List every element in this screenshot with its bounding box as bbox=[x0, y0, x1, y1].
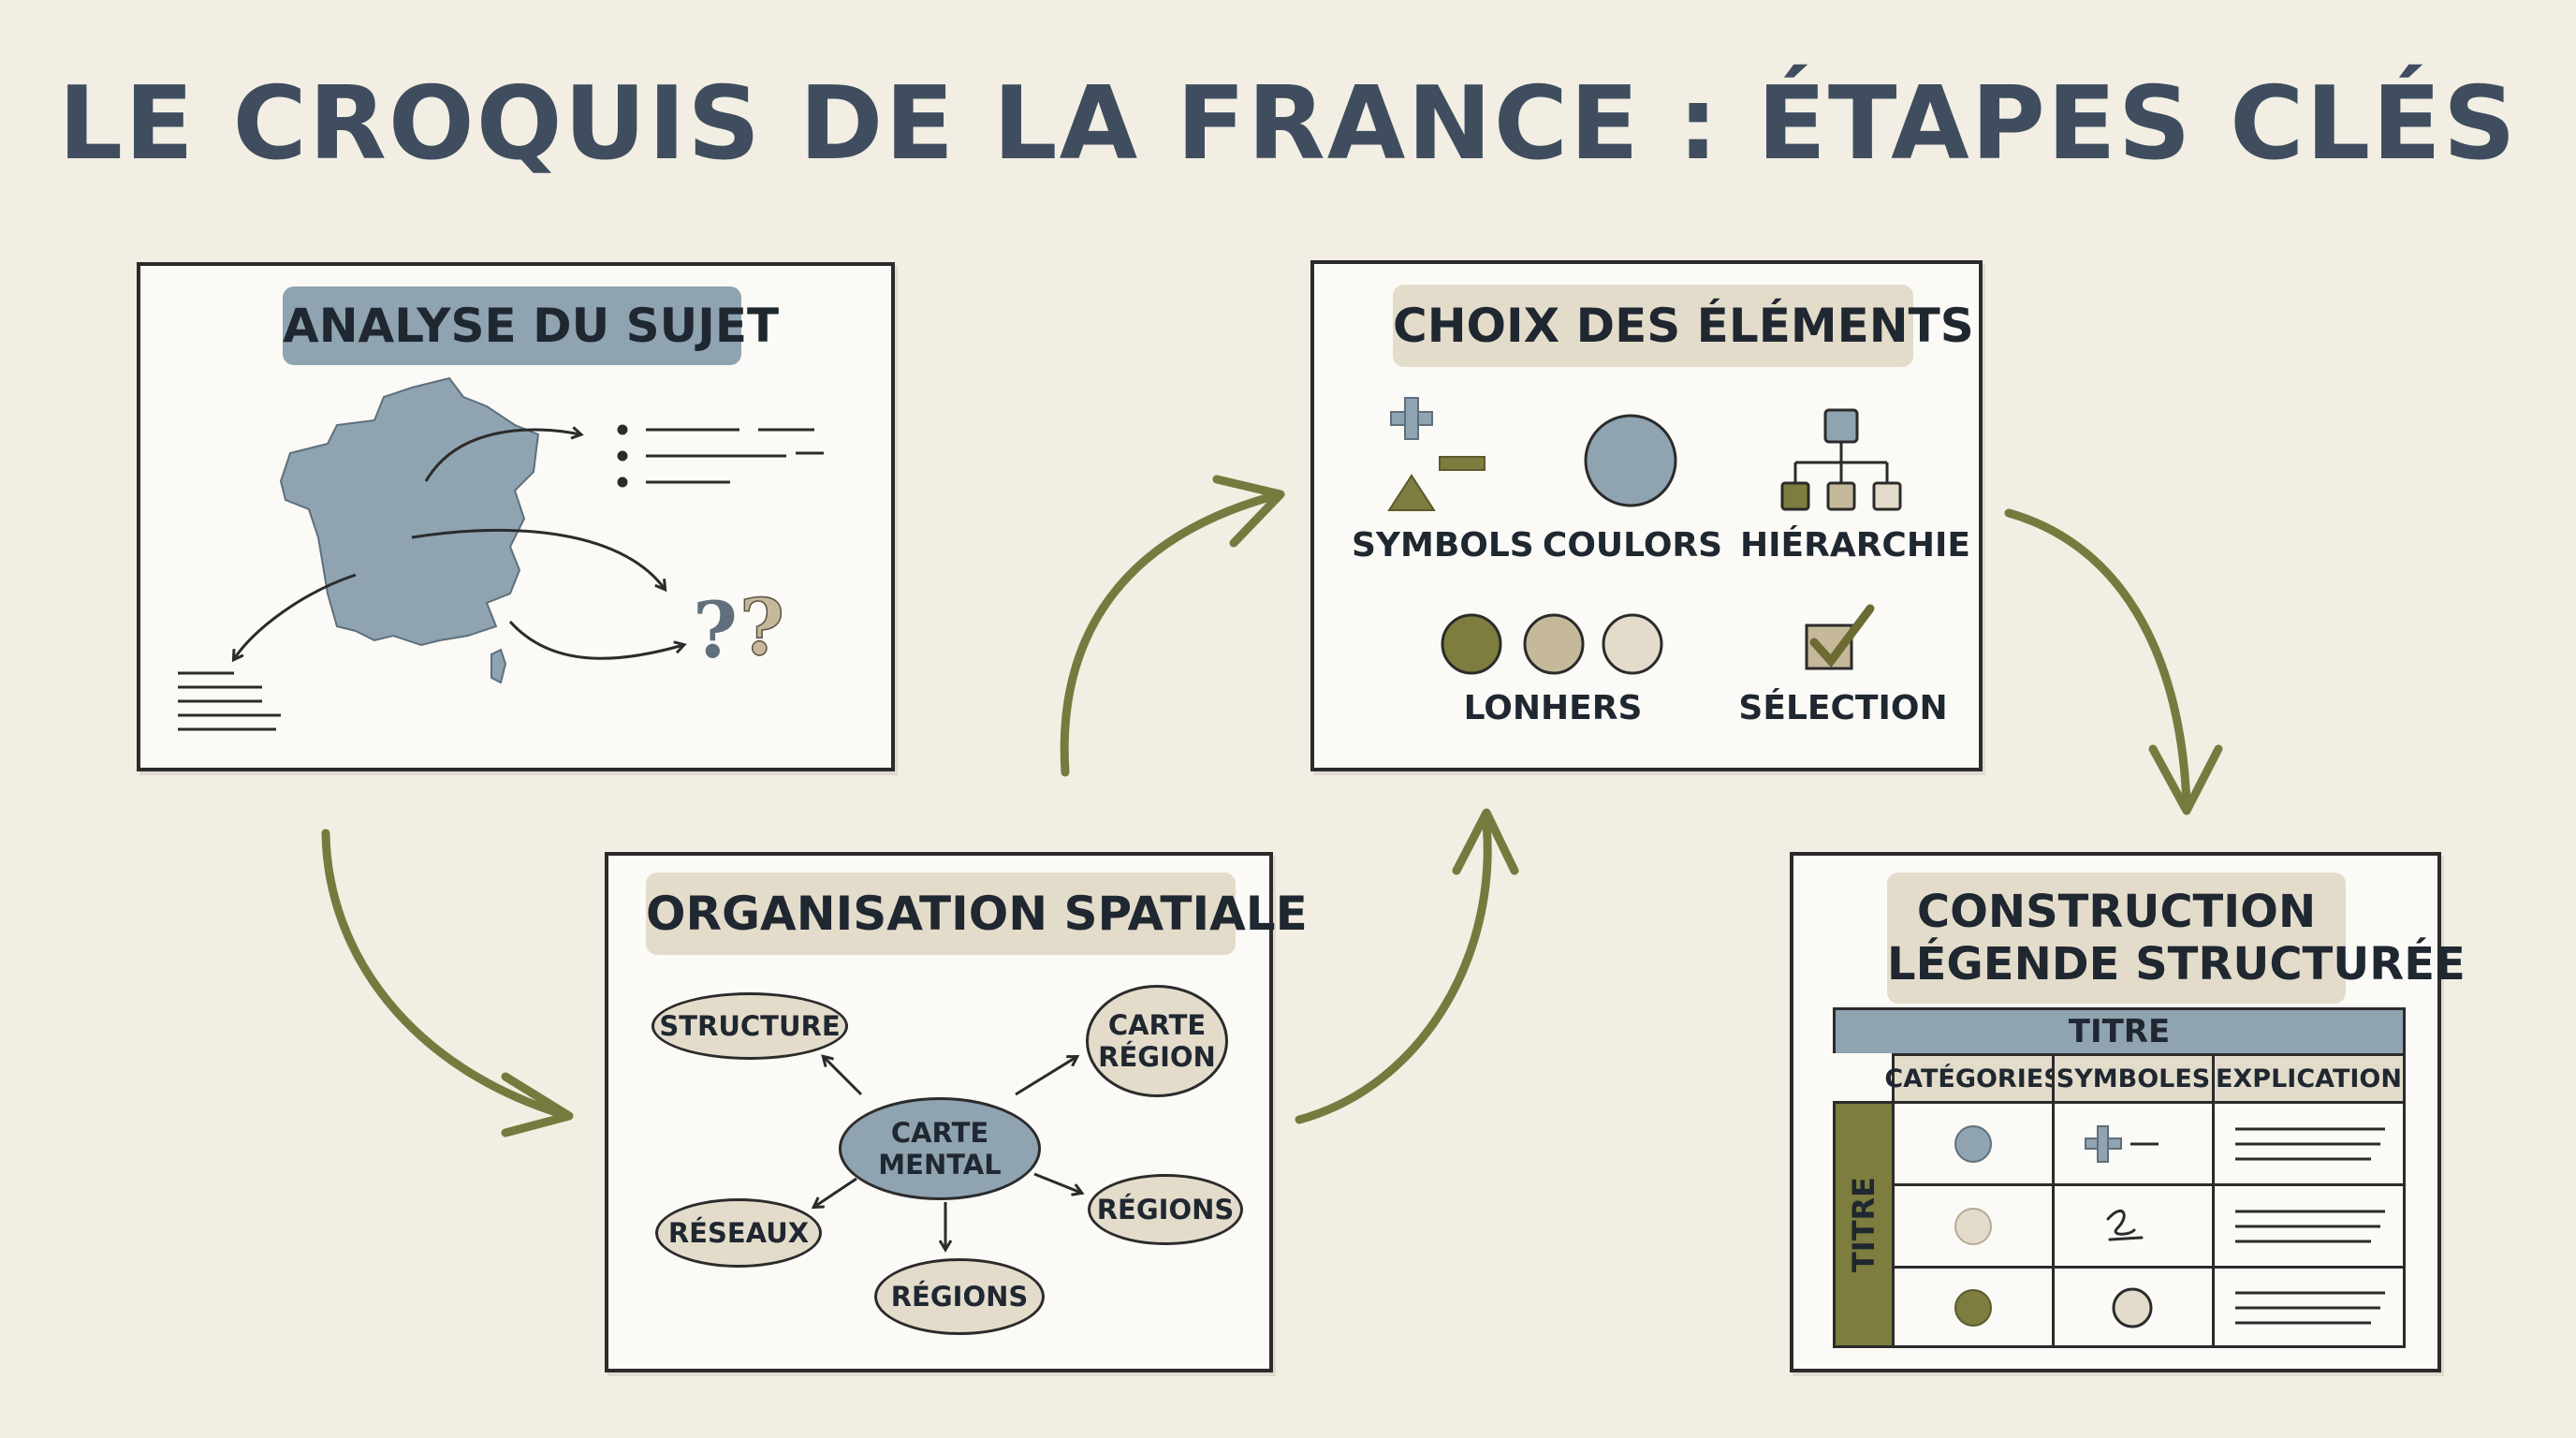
panel-heading: ANALYSE DU SUJET bbox=[283, 286, 779, 365]
arrow-to-question bbox=[411, 528, 665, 589]
page-title: LE CROQUIS DE LA FRANCE : ÉTAPES CLÉS bbox=[58, 66, 2518, 183]
legend-dot-icon bbox=[1954, 1289, 1992, 1327]
mind-map-node-reseaux: RÉSEAUX bbox=[655, 1198, 822, 1268]
notes-lines bbox=[178, 671, 281, 731]
arrow-to-notes bbox=[234, 573, 357, 659]
question-mark-icon-2: ? bbox=[739, 583, 784, 673]
mind-map-node-regions-right: RÉGIONS bbox=[1088, 1174, 1243, 1245]
column-header: EXPLICATION bbox=[2212, 1053, 2406, 1104]
flow-arrow-2 bbox=[1060, 492, 1278, 777]
legend-table-corner bbox=[1833, 1053, 1895, 1104]
label-coulors: COULORS bbox=[1542, 526, 1723, 565]
flow-arrow-1 bbox=[321, 829, 566, 1119]
explanation-lines bbox=[2235, 1127, 2385, 1325]
mind-map-node-structure: STRUCTURE bbox=[651, 992, 848, 1060]
checkbox-check-icon bbox=[1805, 604, 1875, 670]
legend-table-title: TITRE bbox=[1833, 1007, 2406, 1056]
arrow-to-list bbox=[424, 430, 580, 482]
flow-arrow-3 bbox=[1295, 819, 1492, 1124]
mind-map-center-node: CARTE MENTAL bbox=[839, 1097, 1041, 1200]
elements-icons bbox=[1387, 397, 1902, 675]
label-selection: SÉLECTION bbox=[1738, 689, 1948, 727]
flow-arrow-4-head bbox=[2148, 744, 2223, 815]
table-row-symbol bbox=[2052, 1183, 2215, 1269]
flow-arrow-2-head bbox=[1212, 475, 1285, 548]
flow-arrow-1-head bbox=[501, 1072, 574, 1137]
legend-dot-icon bbox=[1954, 1125, 1992, 1163]
panel-choix-des-elements: CHOIX DES ÉLÉMENTS SYMBOLS COULORS bbox=[1310, 260, 1983, 771]
hierarchy-icon bbox=[1780, 408, 1902, 511]
question-mark-icon: ? bbox=[693, 586, 738, 676]
plus-icon bbox=[1390, 397, 1433, 440]
squiggle-icon bbox=[2106, 1210, 2144, 1241]
legend-dot-icon bbox=[1954, 1208, 1992, 1245]
label-hierarchie: HIÉRARCHIE bbox=[1740, 526, 1970, 565]
analysis-sketch: ? ? bbox=[178, 376, 824, 731]
panel-heading: CHOIX DES ÉLÉMENTS bbox=[1393, 285, 1974, 367]
flow-arrow-3-head bbox=[1452, 808, 1519, 875]
mind-map-node-carte-region: CARTE RÉGION bbox=[1086, 985, 1228, 1097]
panel-analyse-du-sujet: ANALYSE DU SUJET ? ? bbox=[137, 262, 895, 771]
label-lonhers: LONHERS bbox=[1463, 689, 1643, 727]
panel-heading: ORGANISATION SPATIALE bbox=[646, 873, 1308, 955]
plus-minus-icon bbox=[2085, 1125, 2159, 1163]
minus-icon bbox=[1439, 456, 1486, 471]
color-circle-icon bbox=[1584, 414, 1677, 507]
flow-arrow-4 bbox=[2004, 508, 2191, 810]
bullet-list-lines bbox=[617, 424, 824, 488]
legend-table-contents bbox=[1954, 1125, 2385, 1328]
label-symbols: SYMBOLS bbox=[1352, 526, 1534, 565]
mind-map-node-regions-bottom: RÉGIONS bbox=[874, 1258, 1045, 1335]
corsica-shape bbox=[490, 648, 507, 684]
triangle-icon bbox=[1387, 474, 1436, 511]
heading-line-1: CONSTRUCTION bbox=[1916, 886, 2317, 938]
mind-map-links bbox=[608, 856, 1269, 1369]
panel-organisation-spatiale: ORGANISATION SPATIALE CARTE MENTAL STRUC… bbox=[605, 852, 1308, 1372]
color-swatches-icon bbox=[1441, 613, 1663, 675]
arrow-to-question-2 bbox=[508, 620, 683, 660]
legend-table: TITRE CATÉGORIES SYMBOLES EXPLICATION TI… bbox=[1833, 1007, 2406, 1348]
legend-dot-icon bbox=[2112, 1287, 2153, 1328]
panel-construction-legende: CONSTRUCTION LÉGENDE STRUCTURÉE TITRE CA… bbox=[1790, 852, 2466, 1372]
